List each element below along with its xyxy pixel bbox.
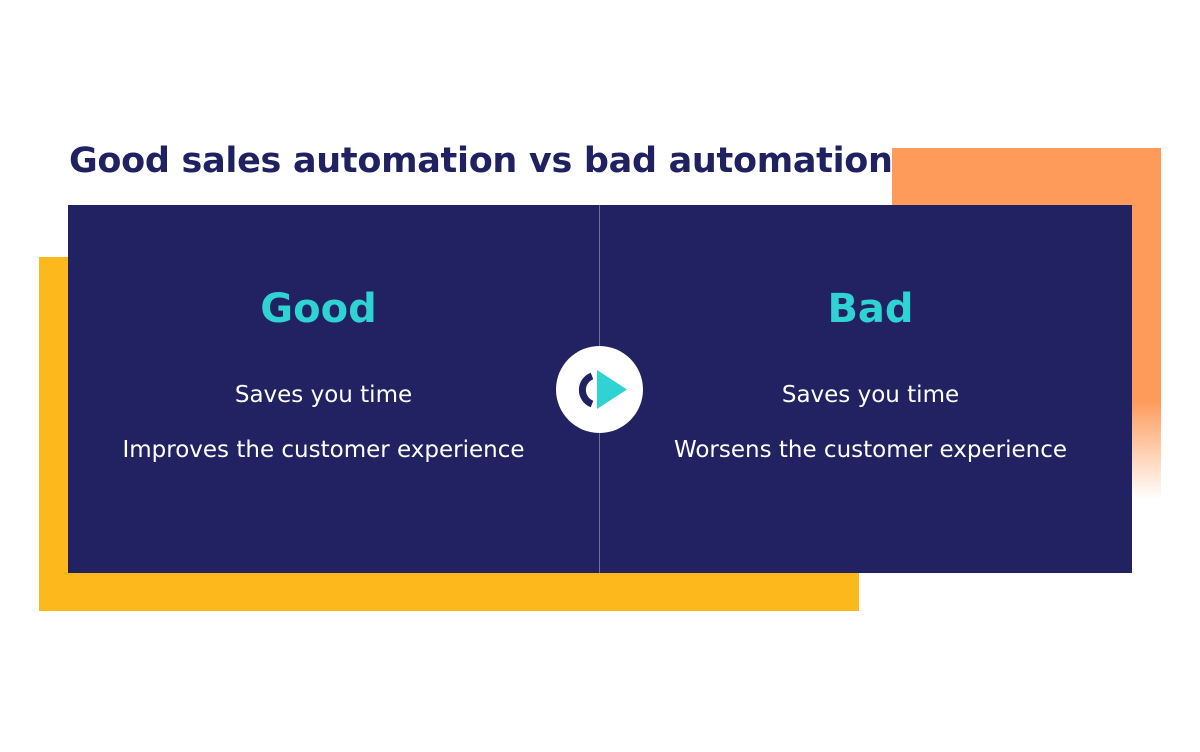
bad-item-2: Worsens the customer experience (673, 437, 1068, 463)
page-title: Good sales automation vs bad automation (69, 141, 893, 181)
bad-column: Bad Saves you time Worsens the customer … (600, 205, 1131, 573)
play-logo-icon (556, 346, 643, 433)
good-heading: Good (260, 286, 377, 332)
good-column: Good Saves you time Improves the custome… (68, 205, 599, 573)
good-item-2: Improves the customer experience (122, 437, 525, 463)
bad-item-1: Saves you time (781, 382, 960, 408)
comparison-panel: Good Saves you time Improves the custome… (68, 205, 1132, 573)
good-item-1: Saves you time (234, 382, 413, 408)
bad-heading: Bad (827, 286, 914, 332)
